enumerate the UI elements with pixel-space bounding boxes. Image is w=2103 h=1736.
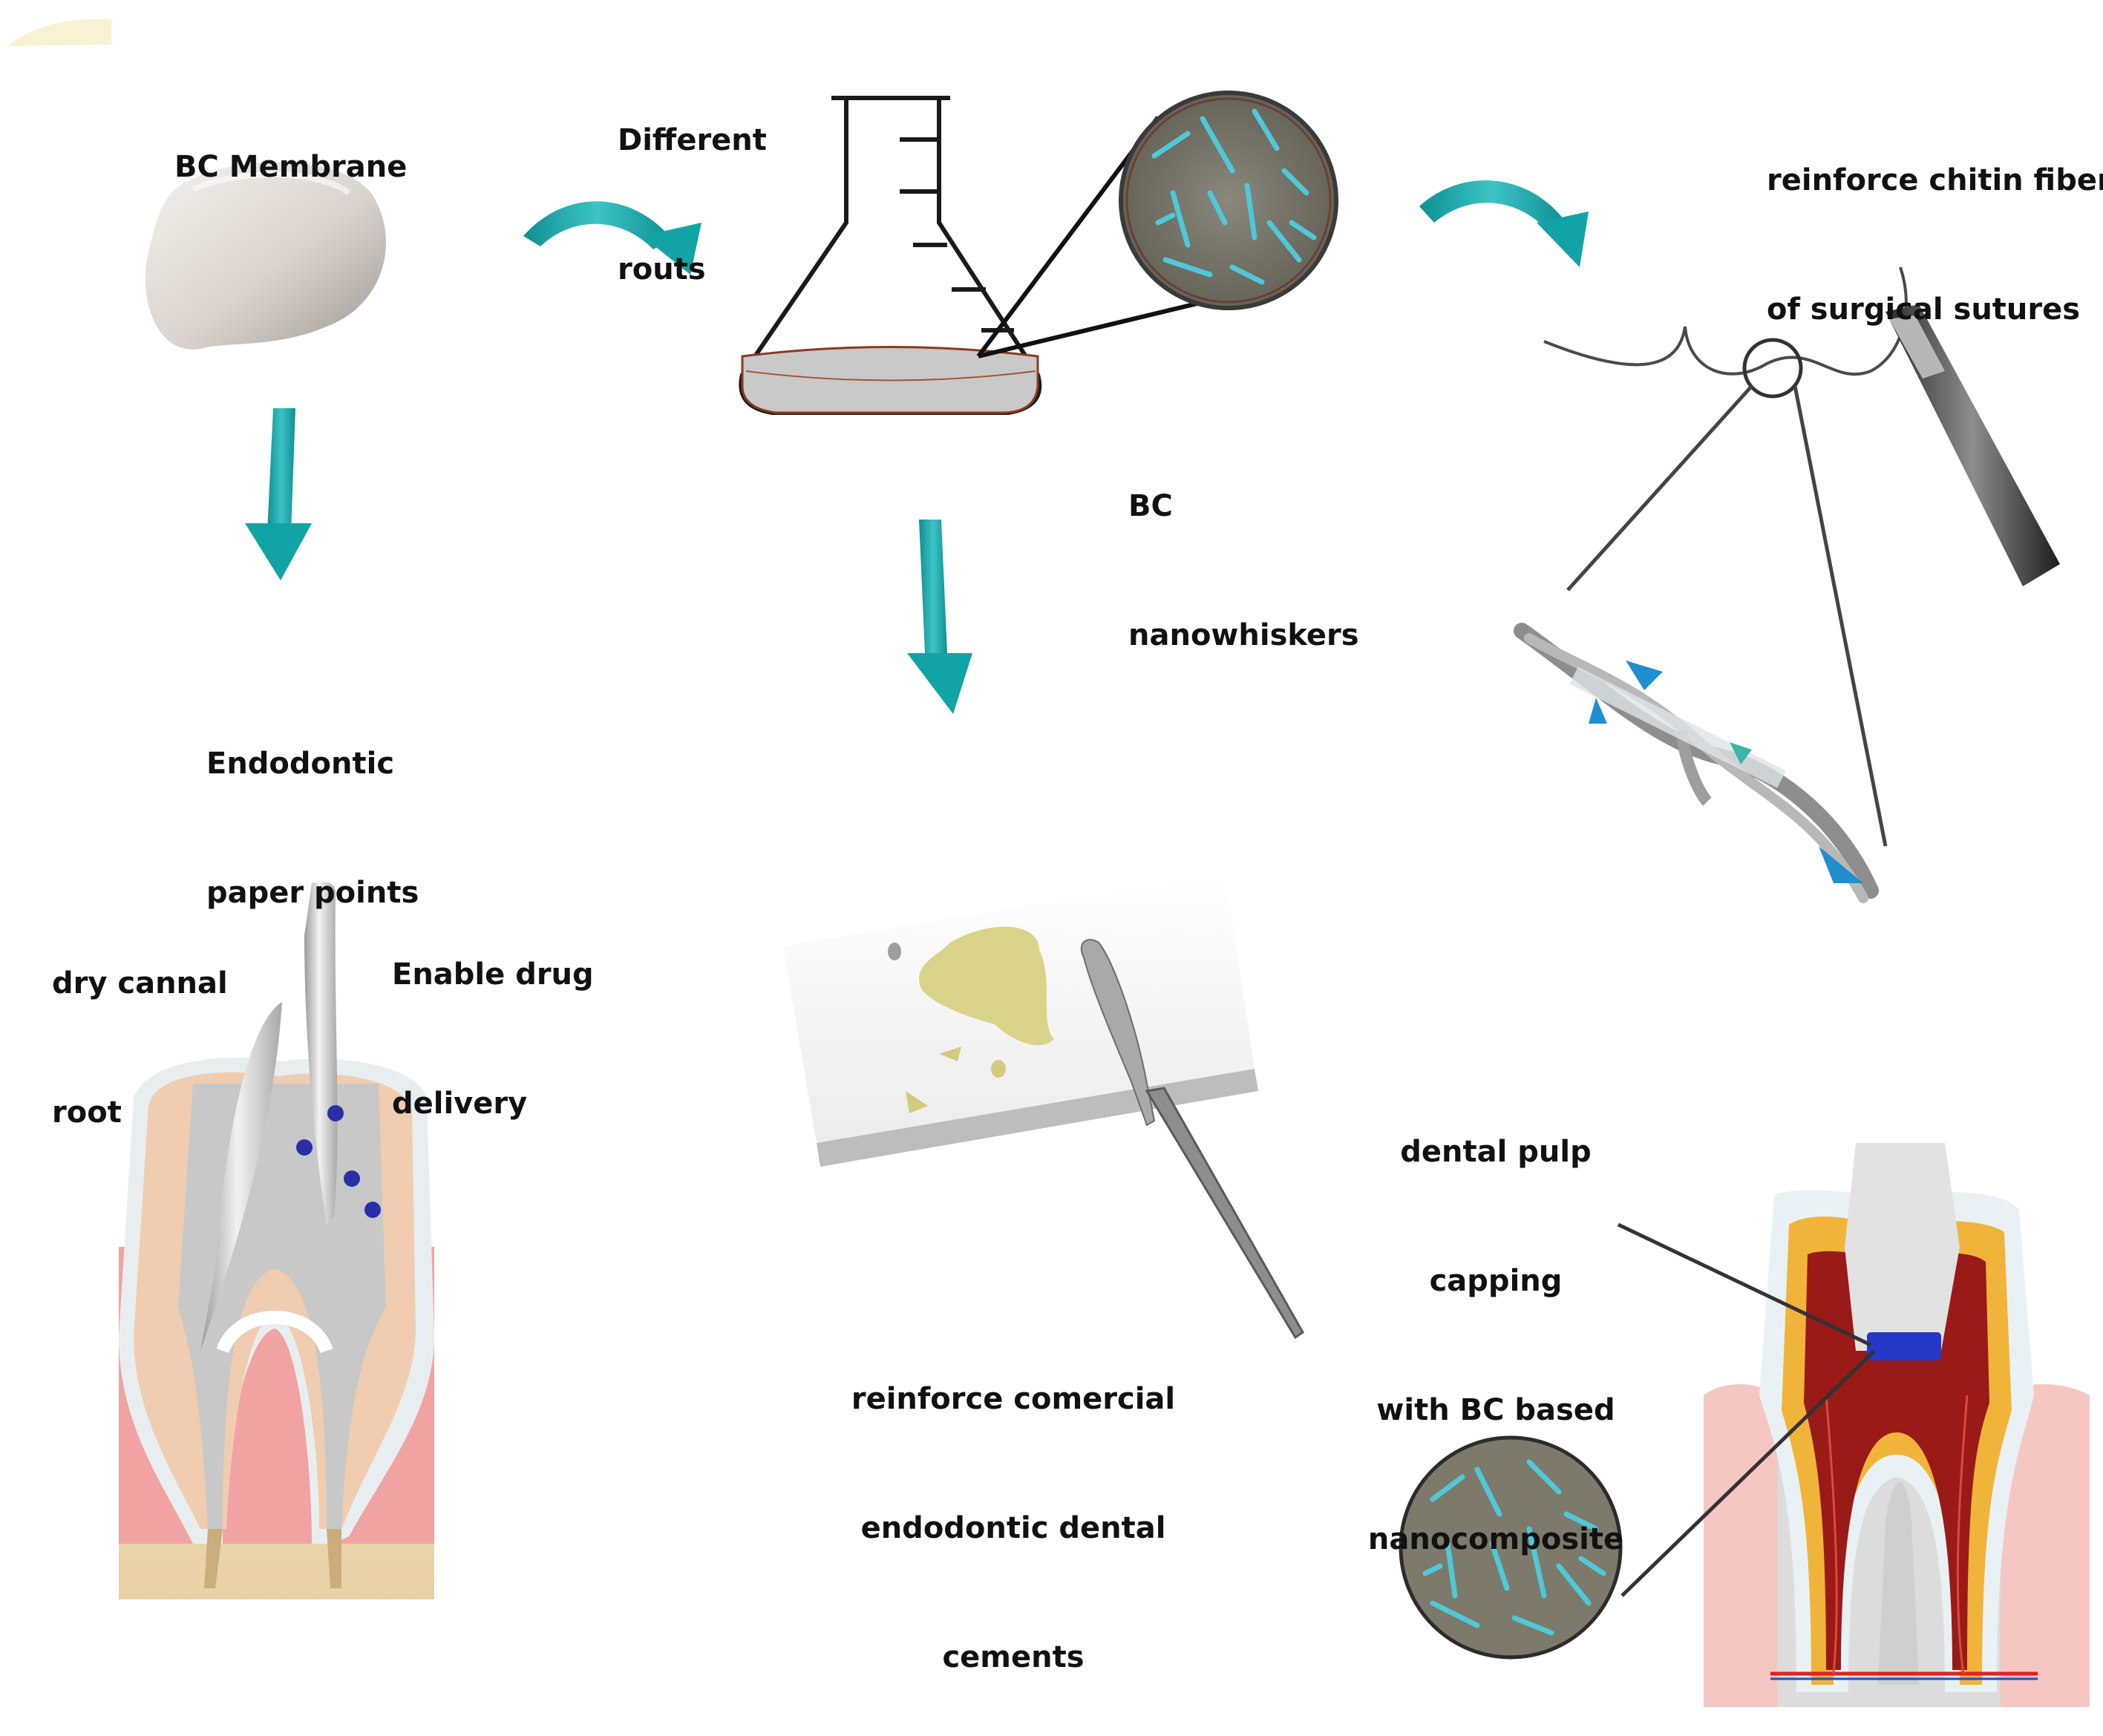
nanowhisker-disc-icon — [1119, 91, 1338, 310]
decorative-smudge — [7, 19, 111, 46]
curved-arrow-icon — [523, 201, 701, 275]
cement-slab-illustration — [783, 872, 1258, 1167]
pulp-capping-tooth-illustration — [1617, 1143, 2090, 1707]
reinforce-cements-label: reinforce comercial endodontic dental ce… — [851, 1382, 1176, 1674]
endodontic-paper-points-label: Endodontic paper points — [206, 747, 419, 910]
different-routs-label: Different routs — [618, 123, 767, 286]
dry-cannal-root-label: dry cannal root — [52, 966, 228, 1130]
bc-nanowhiskers-label: BC nanowhiskers — [1128, 489, 1359, 652]
suture-illustration — [1543, 266, 1908, 847]
twisted-fiber-illustration — [1514, 623, 1879, 903]
enable-drug-delivery-label: Enable drug delivery — [392, 957, 594, 1121]
curved-arrow-icon — [1419, 180, 1589, 267]
needle-icon — [1885, 304, 2060, 586]
nanocomposite-disc-icon — [1399, 1435, 1623, 1660]
reinforce-chitin-label: reinforce chitin fibers of surgical sutu… — [1767, 163, 2103, 327]
bc-membrane-illustration — [145, 162, 387, 350]
down-arrow-icon — [245, 408, 312, 580]
down-arrow-icon — [907, 520, 972, 714]
dental-pulp-capping-label: dental pulp capping with BC based nanoco… — [1367, 1135, 1624, 1556]
flask-icon — [739, 96, 1226, 415]
bc-membrane-label: BC Membrane — [174, 150, 408, 184]
spatula-icon — [1080, 939, 1304, 1340]
tooth-paper-points-illustration — [119, 882, 434, 1599]
